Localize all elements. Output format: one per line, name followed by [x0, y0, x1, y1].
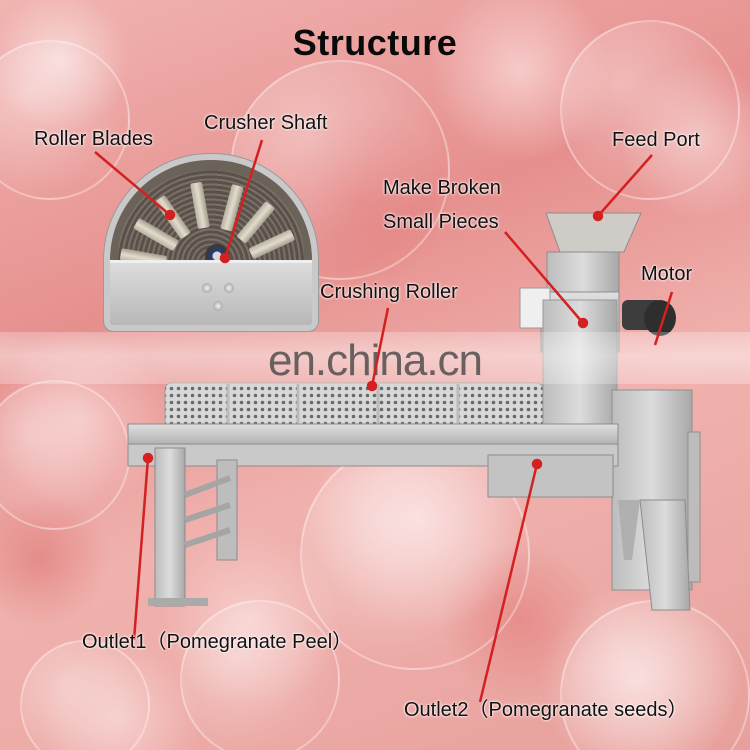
seed-chute	[487, 454, 614, 498]
label-crusher-shaft: Crusher Shaft	[204, 112, 328, 134]
label-crushing-roller: Crushing Roller	[320, 281, 458, 303]
bubble-decoration	[0, 380, 130, 530]
label-roller-blades: Roller Blades	[34, 128, 153, 150]
label-outlet2: Outlet2（Pomegranate seeds）	[404, 699, 688, 721]
bubble-decoration	[20, 640, 150, 750]
bubble-decoration	[560, 600, 750, 750]
page-title: Structure	[292, 22, 458, 63]
bolt	[213, 301, 223, 311]
label-make-broken-line1: Make Broken	[383, 177, 501, 199]
motor	[622, 300, 676, 336]
bolt	[202, 283, 212, 293]
label-outlet1: Outlet1（Pomegranate Peel）	[82, 631, 353, 653]
inset-cover-plate	[110, 260, 312, 325]
label-make-broken-line2: Small Pieces	[383, 211, 499, 233]
bolt	[224, 283, 234, 293]
frame	[127, 423, 691, 611]
crushing-roller	[164, 382, 544, 429]
label-motor: Motor	[641, 263, 693, 285]
label-feed-port: Feed Port	[612, 129, 700, 151]
bubble-decoration	[180, 600, 340, 750]
watermark: en.china.cn	[267, 336, 483, 385]
